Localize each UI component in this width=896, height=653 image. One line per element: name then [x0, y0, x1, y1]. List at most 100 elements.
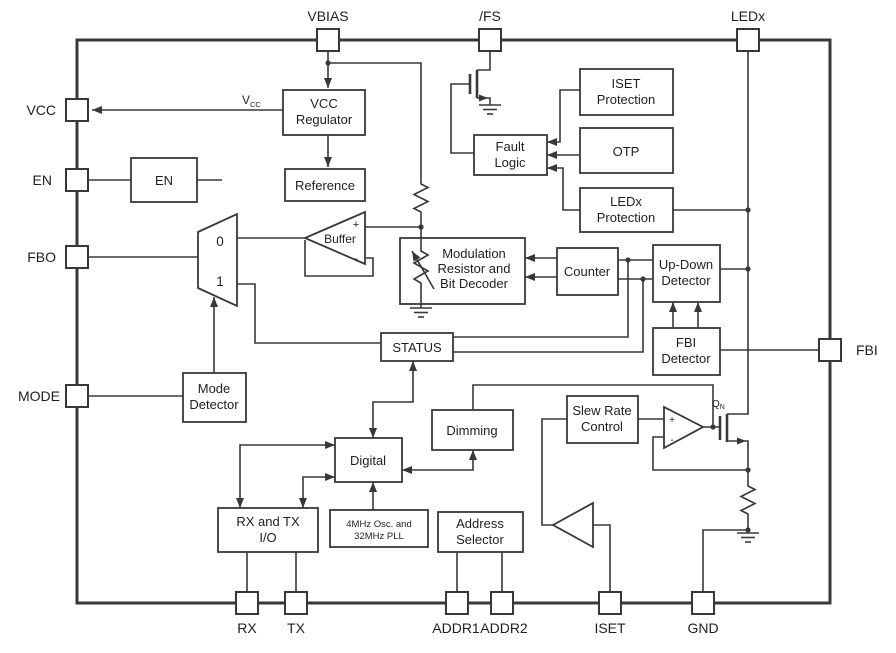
- block-modulation-resistor-bit-decoder: Modulation Resistor and Bit Decoder: [399, 237, 526, 305]
- block-label: Regulator: [296, 112, 353, 127]
- wire: [412, 181, 430, 215]
- variable-resistor-symbol: [411, 238, 435, 308]
- pin-label-en: EN: [33, 172, 52, 188]
- wire: [541, 418, 567, 526]
- vcc-net-label-main: V: [242, 93, 250, 107]
- block-iset-protection: ISET Protection: [579, 68, 674, 116]
- opamp-symbol: + -: [663, 405, 705, 450]
- pin-vbias: [316, 28, 340, 52]
- vcc-net-label-sub: CC: [250, 100, 261, 109]
- wire: [472, 384, 714, 427]
- block-label: Control: [581, 419, 623, 434]
- wire: [727, 51, 749, 415]
- ground-symbol: [479, 104, 501, 115]
- vcc-net-label: VCC: [242, 93, 261, 109]
- buffer-minus-label: -: [354, 253, 358, 265]
- wire: [304, 240, 374, 277]
- buffer-amp-symbol: + - Buffer: [302, 210, 366, 266]
- block-label: Up-Down: [659, 257, 713, 272]
- pin-label-iset: ISET: [594, 620, 626, 636]
- pin-label-rx: RX: [237, 620, 257, 636]
- pins: [65, 28, 842, 615]
- pin-labels: VBIAS /FS LEDx VCC EN FBO MODE FBI RX TX…: [18, 8, 878, 636]
- block-label: I/O: [259, 530, 276, 545]
- block-label: Selector: [456, 532, 504, 547]
- pin-addr1: [445, 591, 469, 615]
- pin-fbi: [818, 338, 842, 362]
- wire: [450, 83, 474, 154]
- pin-mode: [65, 384, 89, 408]
- wire: [547, 89, 580, 146]
- pin-label-mode: MODE: [18, 388, 60, 404]
- qn-label-sub: N: [720, 404, 725, 411]
- wire: [453, 260, 629, 338]
- blocks: VCC Regulator Reference EN Fault Logic I…: [130, 68, 721, 553]
- pin-ledx: [736, 28, 760, 52]
- block-vcc-regulator: VCC Regulator: [282, 89, 366, 136]
- block-label: ISET: [612, 76, 641, 91]
- pin-fbo: [65, 245, 89, 269]
- block-mode-detector: Mode Detector: [182, 372, 247, 423]
- block-fault-logic: Fault Logic: [473, 134, 548, 176]
- block-address-selector: Address Selector: [437, 511, 524, 553]
- pin-label-addr2: ADDR2: [480, 620, 528, 636]
- block-label: Resistor and: [438, 261, 511, 276]
- opamp-minus-label: -: [670, 435, 673, 446]
- buffer-plus-label: +: [353, 219, 359, 231]
- block-label: Dimming: [446, 423, 497, 438]
- block-label: Counter: [564, 264, 611, 279]
- wire: [328, 62, 422, 181]
- pin-label-addr1: ADDR1: [432, 620, 480, 636]
- pin-iset: [598, 591, 622, 615]
- opamp-plus-label: +: [669, 415, 675, 426]
- block-label: Protection: [597, 210, 656, 225]
- pin-en: [65, 168, 89, 192]
- block-counter: Counter: [556, 247, 619, 296]
- fs-mosfet-symbol: [468, 70, 488, 102]
- block-label: FBI: [676, 335, 696, 350]
- iset-buffer-symbol: [551, 501, 594, 549]
- ground-symbol: [737, 532, 759, 543]
- wire: [547, 164, 580, 211]
- block-rx-tx-io: RX and TX I/O: [217, 507, 319, 553]
- block-label: Protection: [597, 92, 656, 107]
- pin-label-vbias: VBIAS: [307, 8, 348, 24]
- block-label: 4MHz Osc. and: [346, 519, 411, 530]
- wires: [88, 51, 819, 592]
- block-ledx-protection: LEDx Protection: [579, 187, 674, 233]
- block-label: Logic: [494, 155, 526, 170]
- block-label: Digital: [350, 453, 386, 468]
- mux-input0-label: 0: [216, 234, 224, 249]
- pin-fs: [478, 28, 502, 52]
- block-label: Detector: [661, 273, 711, 288]
- wire: [477, 51, 491, 71]
- block-label: LEDx: [610, 194, 642, 209]
- pin-label-fs: /FS: [479, 8, 501, 24]
- mux-input1-label: 1: [216, 274, 224, 289]
- block-label: Mode: [198, 381, 231, 396]
- block-label: OTP: [613, 144, 640, 159]
- pin-tx: [284, 591, 308, 615]
- block-slew-rate-control: Slew Rate Control: [566, 395, 639, 444]
- block-label: Bit Decoder: [440, 276, 509, 291]
- pin-label-ledx: LEDx: [731, 8, 765, 24]
- block-label: 32MHz PLL: [354, 531, 404, 542]
- wire: [739, 483, 757, 517]
- block-otp: OTP: [579, 127, 674, 174]
- block-osc-pll: 4MHz Osc. and 32MHz PLL: [329, 509, 429, 548]
- wire: [727, 440, 749, 470]
- buffer-label: Buffer: [324, 232, 356, 246]
- wire: [299, 473, 335, 508]
- pin-label-gnd: GND: [687, 620, 718, 636]
- block-fbi-detector: FBI Detector: [652, 327, 721, 376]
- block-label: EN: [155, 173, 173, 188]
- qn-label: QN: [712, 399, 725, 411]
- qn-label-main: Q: [712, 399, 720, 410]
- pin-addr2: [490, 591, 514, 615]
- pin-gnd: [691, 591, 715, 615]
- mux-symbol: 0 1: [197, 212, 238, 308]
- wire: [453, 279, 644, 353]
- block-label: Slew Rate: [572, 403, 631, 418]
